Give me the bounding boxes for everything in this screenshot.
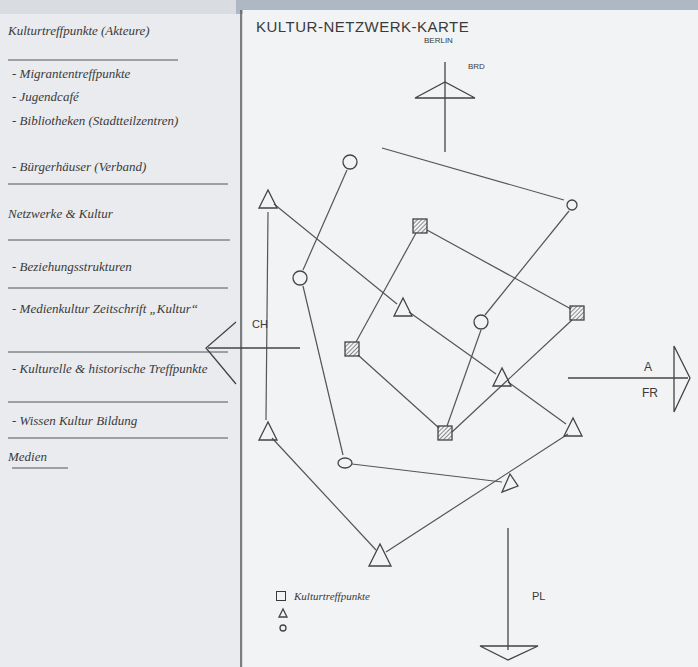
legend-swatch [276, 591, 286, 601]
left-paper [0, 14, 240, 667]
list-item: - Bürgerhäuser (Verband) [8, 158, 236, 175]
city-label: BERLIN [424, 36, 453, 45]
map-lines [266, 148, 572, 552]
direction-label: PL [532, 590, 545, 602]
notes-card: Kulturtreffpunkte (Akteure) - Migrantentr… [8, 14, 236, 484]
list-item: - Beziehungsstrukturen [8, 258, 236, 275]
direction-label: CH [252, 318, 268, 330]
paper-edge [240, 10, 241, 667]
list-item: - Medienkultur Zeitschrift „Kultur“ [8, 300, 236, 317]
section-heading: Netzwerke & Kultur [8, 205, 236, 222]
list-item: - Migrantentreffpunkte [8, 65, 236, 82]
legend: Kulturtreffpunkte [276, 590, 370, 602]
map-symbols [259, 155, 584, 566]
list-item: - Wissen Kultur Bildung [8, 412, 236, 429]
direction-arrows [206, 62, 690, 660]
map-title: KULTUR-NETZWERK-KARTE [256, 18, 469, 35]
right-paper [243, 10, 698, 667]
legend-row: Kulturtreffpunkte [276, 590, 370, 602]
section-heading: Medien [8, 448, 236, 465]
section-heading: Kulturtreffpunkte (Akteure) [8, 22, 236, 39]
direction-label: A [644, 360, 652, 374]
direction-label: FR [642, 386, 658, 400]
list-item: - Bibliotheken (Stadtteilzentren) [8, 112, 236, 129]
list-item: - Jugendcafé [8, 88, 236, 105]
legend-text: Kulturtreffpunkte [294, 590, 370, 602]
list-item: - Kulturelle & historische Treffpunkte [8, 360, 236, 377]
direction-label: BRD [468, 62, 485, 71]
